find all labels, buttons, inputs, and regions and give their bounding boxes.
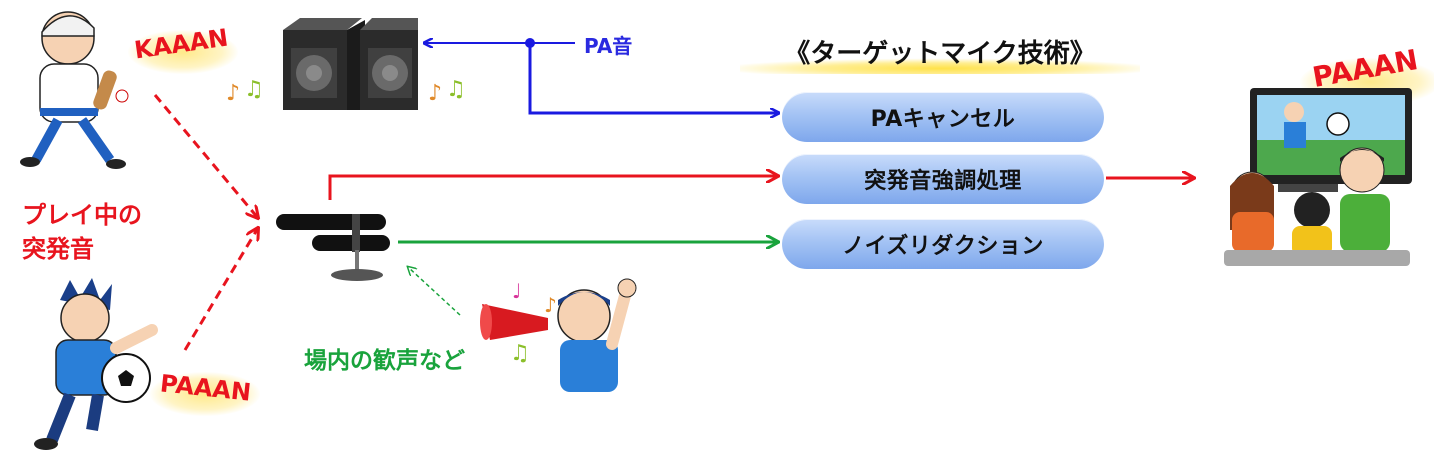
pa-cancel-box: PAキャンセル (782, 92, 1104, 142)
music-notes-right: ♪ ♫ (428, 77, 466, 106)
supporter-illustration: ♩ ♪ ♫ (480, 278, 637, 392)
play-sound-label-line2: 突発音 (22, 235, 94, 263)
microphone-illustration (276, 214, 390, 281)
kaaan-burst-bg (128, 30, 238, 74)
sudden-sound-lines (153, 94, 1194, 351)
baseball-player-illustration (20, 11, 129, 169)
svg-text:♫: ♫ (446, 77, 466, 102)
sudden-sound-enhancement-box: 突発音強調処理 (782, 154, 1104, 204)
noise-reduction-box: ノイズリダクション (782, 219, 1104, 269)
svg-text:♫: ♫ (244, 77, 264, 102)
soccer-player-illustration (34, 278, 158, 450)
diagram-title: 《ターゲットマイク技術》 (740, 28, 1140, 74)
noise-lines (398, 242, 778, 316)
svg-text:♪: ♪ (544, 293, 557, 317)
crowd-noise-label: 場内の歓声など (304, 348, 465, 374)
speaker-illustration (283, 18, 418, 110)
svg-text:♫: ♫ (510, 341, 530, 366)
svg-text:♪: ♪ (226, 81, 240, 106)
tv-viewers-illustration (1224, 88, 1412, 266)
play-sound-label-line1: プレイ中の (22, 201, 142, 229)
music-notes-left: ♪ ♫ (226, 77, 264, 106)
svg-text:♪: ♪ (428, 81, 442, 106)
pa-signal-lines (425, 38, 778, 113)
svg-text:♩: ♩ (512, 279, 521, 303)
pa-sound-label: PA音 (584, 34, 633, 58)
paaan-burst-bg-soccer (150, 372, 260, 416)
